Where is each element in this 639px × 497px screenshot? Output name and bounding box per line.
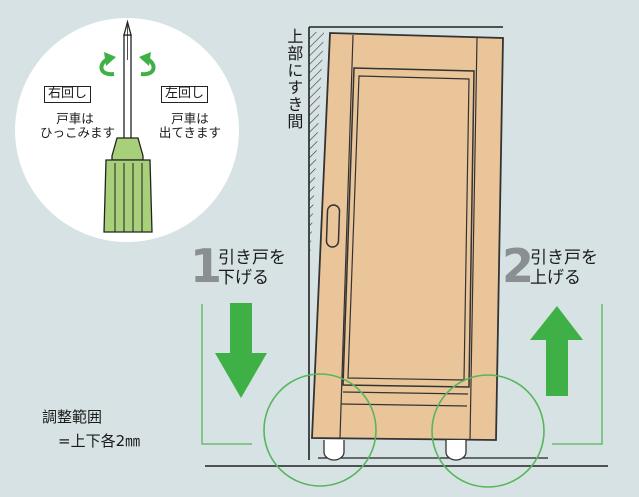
adjust-range-title: 調整範囲 bbox=[42, 408, 103, 426]
roller-highlight-left bbox=[263, 373, 377, 487]
step2-text-line1: 引き戸を bbox=[530, 248, 598, 268]
top-gap-label: 上部にすき間 bbox=[284, 28, 304, 130]
door-frame bbox=[205, 26, 608, 467]
roller-highlight-right bbox=[431, 374, 545, 488]
sliding-door bbox=[311, 32, 504, 461]
up-arrow-icon bbox=[530, 306, 583, 396]
right-turn-description: 戸車は ひっこみます bbox=[40, 111, 116, 141]
left-turn-desc-line1: 戸車は bbox=[171, 111, 209, 126]
door-inner-panel bbox=[342, 67, 475, 388]
step1-text-line1: 引き戸を bbox=[218, 248, 286, 268]
door-outer bbox=[311, 32, 504, 441]
step2-number: 2 bbox=[502, 239, 535, 293]
adjust-range-value: =上下各2㎜ bbox=[58, 432, 141, 450]
step1-text: 引き戸を 下げる bbox=[218, 248, 286, 289]
right-turn-desc-line1: 戸車は bbox=[56, 111, 94, 126]
right-guide-line bbox=[552, 304, 603, 445]
step2-text-line2: 上げる bbox=[530, 268, 581, 289]
left-turn-label: 左回し bbox=[161, 86, 209, 103]
left-guide-line bbox=[201, 304, 252, 445]
left-turn-desc-line2: 出てきます bbox=[158, 125, 222, 141]
right-turn-label: 右回し bbox=[44, 86, 92, 103]
down-arrow-icon bbox=[215, 303, 267, 398]
screwdriver-handle bbox=[103, 159, 153, 233]
step2-text: 引き戸を 上げる bbox=[530, 248, 598, 289]
door-pull-handle bbox=[325, 204, 341, 248]
adjust-range: 調整範囲 =上下各2㎜ bbox=[42, 405, 140, 453]
screwdriver-panel bbox=[15, 18, 239, 242]
step1-number: 1 bbox=[190, 239, 223, 293]
roller-right bbox=[445, 440, 467, 461]
roller-left bbox=[323, 440, 345, 461]
right-turn-desc-line2: ひっこみます bbox=[40, 125, 116, 141]
left-turn-description: 戸車は 出てきます bbox=[150, 111, 230, 141]
screwdriver-collar bbox=[111, 137, 144, 161]
step1-text-line2: 下げる bbox=[218, 268, 269, 289]
